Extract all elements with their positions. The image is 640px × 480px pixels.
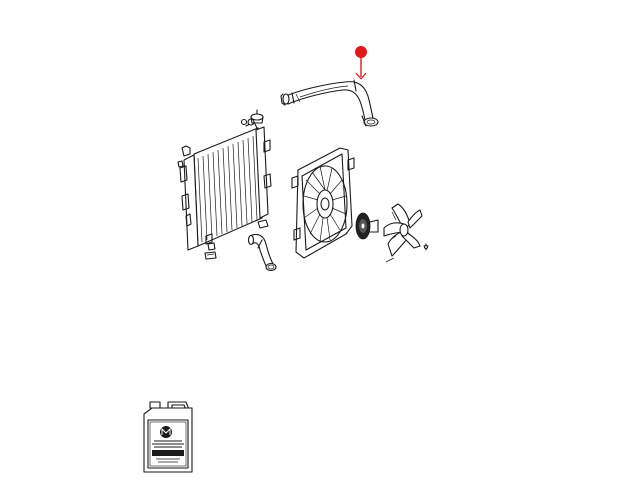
brand-logo-icon bbox=[160, 426, 172, 438]
callout-marker[interactable] bbox=[355, 46, 367, 80]
fan-bolt bbox=[423, 243, 429, 251]
radiator bbox=[179, 118, 272, 251]
fan-shroud bbox=[291, 147, 355, 259]
cooling-fan bbox=[383, 203, 423, 263]
coolant-jug bbox=[143, 401, 193, 473]
lower-radiator-hose bbox=[247, 233, 277, 272]
fan-clutch bbox=[355, 212, 379, 240]
radiator-hardware bbox=[177, 109, 269, 260]
red-dot-marker-icon bbox=[355, 46, 367, 58]
upper-radiator-hose[interactable] bbox=[280, 79, 379, 127]
